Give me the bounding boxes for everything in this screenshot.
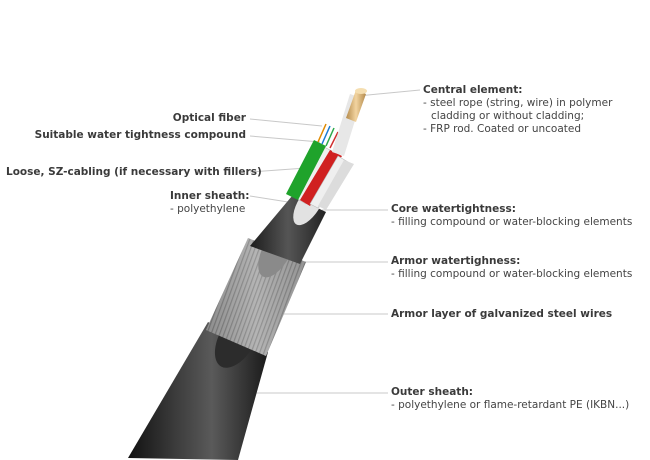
- loose-tubes: [286, 140, 354, 210]
- leader-central: [357, 89, 421, 97]
- central-element-shape: [332, 88, 367, 156]
- label-inner-sheath-title: Inner sheath:: [170, 190, 250, 202]
- label-central-element-desc1: - steel rope (string, wire) in polymer: [423, 97, 613, 109]
- leader-lines: [240, 89, 421, 394]
- leader-optical-fiber: [249, 118, 323, 127]
- label-inner-sheath-desc: - polyethylene: [170, 203, 246, 215]
- label-water-compound: Suitable water tightness compound: [20, 129, 246, 142]
- label-central-element: Central element: - steel rope (string, w…: [423, 84, 612, 136]
- label-core-watertightness-title: Core watertightness:: [391, 203, 516, 215]
- label-central-element-desc2: cladding or without cladding;: [431, 110, 585, 122]
- label-outer-sheath: Outer sheath: - polyethylene or flame-re…: [391, 386, 629, 412]
- leader-loose-sz: [249, 167, 307, 173]
- label-inner-sheath: Inner sheath: - polyethylene: [170, 190, 249, 216]
- label-optical-fiber: Optical fiber: [60, 112, 246, 125]
- label-armor-layer-title: Armor layer of galvanized steel wires: [391, 308, 613, 320]
- label-armor-watertightness-title: Armor watertighness:: [391, 255, 521, 267]
- label-core-watertightness: Core watertightness: - filling compound …: [391, 203, 632, 229]
- label-loose-sz: Loose, SZ-cabling (if necessary with fil…: [6, 166, 262, 179]
- label-central-element-title: Central element:: [423, 84, 523, 96]
- label-core-watertightness-desc: - filling compound or water-blocking ele…: [391, 216, 633, 228]
- label-loose-sz-title: Loose, SZ-cabling (if necessary with fil…: [6, 166, 262, 178]
- label-armor-watertightness-desc: - filling compound or water-blocking ele…: [391, 268, 633, 280]
- label-outer-sheath-desc: - polyethylene or flame-retardant PE (IK…: [391, 399, 630, 411]
- label-armor-watertightness: Armor watertighness: - filling compound …: [391, 255, 632, 281]
- label-central-element-desc3: - FRP rod. Coated or uncoated: [423, 123, 582, 135]
- leader-water-compound: [249, 135, 321, 143]
- label-armor-layer: Armor layer of galvanized steel wires: [391, 308, 612, 321]
- label-outer-sheath-title: Outer sheath:: [391, 386, 474, 398]
- label-water-compound-title: Suitable water tightness compound: [34, 129, 246, 141]
- label-optical-fiber-title: Optical fiber: [172, 112, 246, 124]
- leader-inner-sheath: [249, 195, 289, 203]
